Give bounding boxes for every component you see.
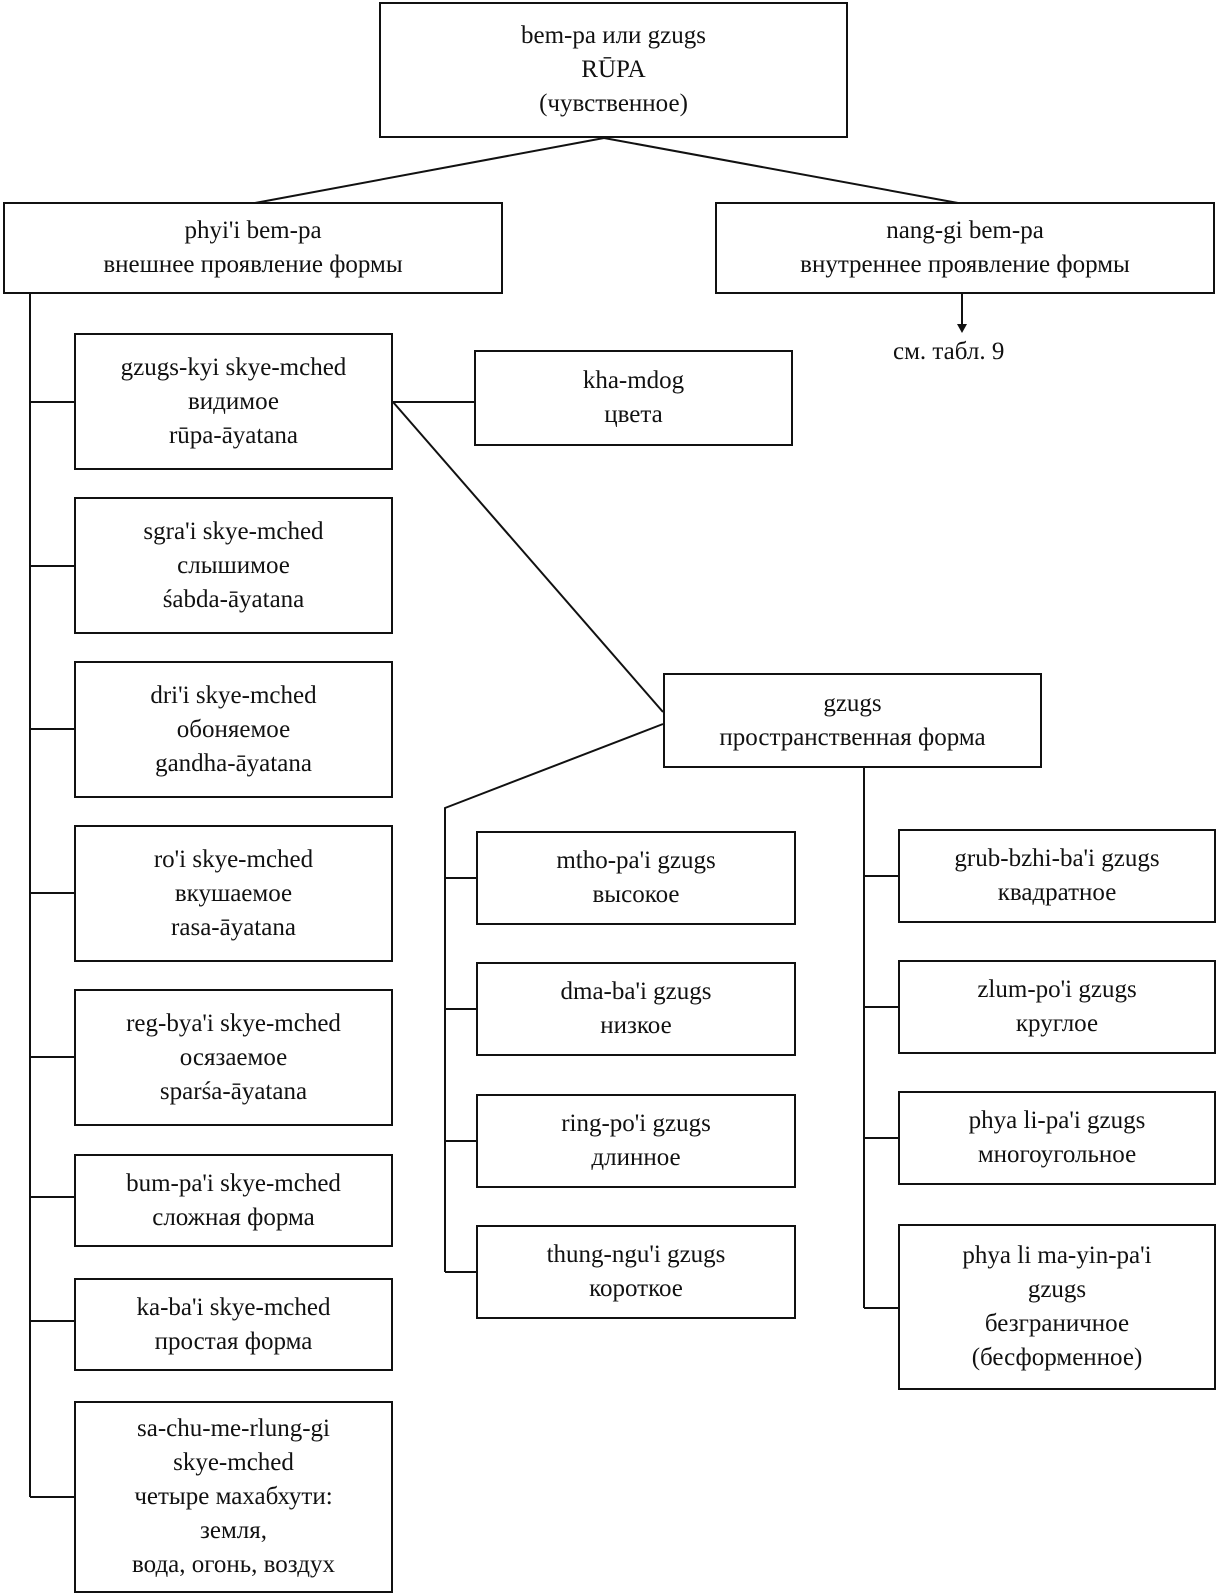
form-box-square: grub-bzhi-ba'i gzugs квадратное: [898, 829, 1216, 923]
root-line-2: RŪPA: [581, 56, 646, 83]
root-line-1: bem-pa или gzugs: [520, 22, 707, 49]
ayatana-box-audible: sgra'i skye-mched слышимое śabda-āyatana: [74, 497, 393, 634]
outer-form-line-2: внешнее проявление формы: [103, 251, 403, 278]
ayatana-box-simple-form: ka-ba'i skye-mched простая форма: [74, 1278, 393, 1371]
dimension-line: низкое: [600, 1012, 672, 1039]
arrow-head-icon: [957, 324, 967, 333]
ayatana-line: видимое: [187, 387, 279, 415]
ayatana-line: dri'i skye-mched: [150, 681, 317, 709]
color-line-1: kha-mdog: [582, 367, 685, 394]
ayatana-box-visible: gzugs-kyi skye-mched видимое rūpa-āyatan…: [74, 333, 393, 470]
dimension-box-low: dma-ba'i gzugs низкое: [476, 962, 796, 1056]
ayatana-line: простая форма: [154, 1327, 313, 1355]
ayatana-line: bum-pa'i skye-mched: [126, 1169, 341, 1197]
ayatana-line: sgra'i skye-mched: [143, 517, 324, 545]
ayatana-box-mahabhuta: sa-chu-me-rlung-gi skye-mched четыре мах…: [74, 1401, 393, 1593]
ayatana-line: rūpa-āyatana: [168, 421, 299, 449]
connector-root-inner: [603, 137, 959, 204]
inner-form-box: nang-gi bem-pa внутреннее проявление фор…: [715, 202, 1215, 294]
ayatana-line: gzugs-kyi skye-mched: [120, 353, 347, 381]
connector-visible-shape: [392, 401, 664, 713]
outer-form-line-1: phyi'i bem-pa: [184, 217, 322, 244]
ayatana-line: ro'i skye-mched: [153, 845, 314, 873]
form-line: безграничное: [984, 1310, 1130, 1337]
dimension-line: mtho-pa'i gzugs: [556, 847, 716, 874]
ayatana-line: четыре махабхути:: [134, 1483, 333, 1510]
ayatana-line: вода, огонь, воздух: [132, 1551, 335, 1578]
root-box: bem-pa или gzugs RŪPA (чувственное): [379, 2, 848, 138]
ayatana-box-complex-form: bum-pa'i skye-mched сложная форма: [74, 1154, 393, 1247]
inner-form-line-1: nang-gi bem-pa: [886, 217, 1044, 244]
ayatana-box-taste: ro'i skye-mched вкушаемое rasa-āyatana: [74, 825, 393, 962]
connector-root-outer: [254, 137, 605, 204]
ayatana-line: sa-chu-me-rlung-gi: [137, 1415, 330, 1442]
color-line-2: цвета: [604, 401, 663, 428]
form-line: zlum-po'i gzugs: [977, 976, 1137, 1003]
form-line: phya li ma-yin-pa'i: [962, 1242, 1152, 1269]
ayatana-line: осязаемое: [179, 1043, 288, 1071]
ayatana-line: reg-bya'i skye-mched: [126, 1009, 341, 1037]
form-line: многоугольное: [977, 1141, 1137, 1168]
dimension-box-short: thung-ngu'i gzugs короткое: [476, 1225, 796, 1319]
form-box-polygonal: phya li-pa'i gzugs многоугольное: [898, 1091, 1216, 1185]
dimension-line: высокое: [592, 881, 680, 908]
spatial-form-box: gzugs пространственная форма: [663, 673, 1042, 768]
dimension-line: длинное: [591, 1144, 681, 1171]
dimension-box-high: mtho-pa'i gzugs высокое: [476, 831, 796, 925]
ayatana-line: земля,: [199, 1517, 268, 1544]
ayatana-line: rasa-āyatana: [171, 913, 296, 941]
ayatana-line: сложная форма: [152, 1203, 315, 1231]
spatial-form-line-1: gzugs: [823, 689, 882, 717]
dimension-line: ring-po'i gzugs: [561, 1110, 711, 1137]
form-line: квадратное: [997, 879, 1117, 906]
table-reference: см. табл. 9: [893, 338, 1005, 365]
dimension-line: thung-ngu'i gzugs: [546, 1241, 726, 1268]
form-box-boundless: phya li ma-yin-pa'i gzugs безграничное (…: [898, 1224, 1216, 1390]
ayatana-line: обоняемое: [176, 715, 291, 743]
ayatana-box-tactile: reg-bya'i skye-mched осязаемое sparśa-āy…: [74, 989, 393, 1126]
ayatana-line: sparśa-āyatana: [159, 1077, 308, 1105]
root-line-3: (чувственное): [539, 90, 688, 117]
form-line: gzugs: [1027, 1276, 1087, 1303]
dimension-line: dma-ba'i gzugs: [560, 978, 712, 1005]
dimension-line: короткое: [589, 1275, 683, 1302]
ayatana-line: śabda-āyatana: [162, 585, 305, 613]
ayatana-box-olfactory: dri'i skye-mched обоняемое gandha-āyatan…: [74, 661, 393, 798]
form-box-round: zlum-po'i gzugs круглое: [898, 960, 1216, 1054]
ayatana-line: gandha-āyatana: [155, 749, 312, 777]
spatial-form-line-2: пространственная форма: [719, 723, 986, 751]
form-line: (бесформенное): [971, 1344, 1143, 1371]
inner-form-line-2: внутреннее проявление формы: [800, 251, 1130, 278]
ayatana-line: skye-mched: [173, 1449, 294, 1476]
dimension-box-long: ring-po'i gzugs длинное: [476, 1094, 796, 1188]
form-line: phya li-pa'i gzugs: [968, 1107, 1146, 1134]
form-line: круглое: [1015, 1010, 1099, 1037]
color-box: kha-mdog цвета: [474, 350, 793, 446]
ayatana-line: слышимое: [177, 551, 290, 579]
ayatana-line: вкушаемое: [174, 879, 293, 907]
connector-shape-dimensions: [444, 723, 664, 1272]
form-line: grub-bzhi-ba'i gzugs: [954, 845, 1160, 872]
ayatana-line: ka-ba'i skye-mched: [136, 1293, 331, 1321]
outer-form-box: phyi'i bem-pa внешнее проявление формы: [3, 202, 503, 294]
